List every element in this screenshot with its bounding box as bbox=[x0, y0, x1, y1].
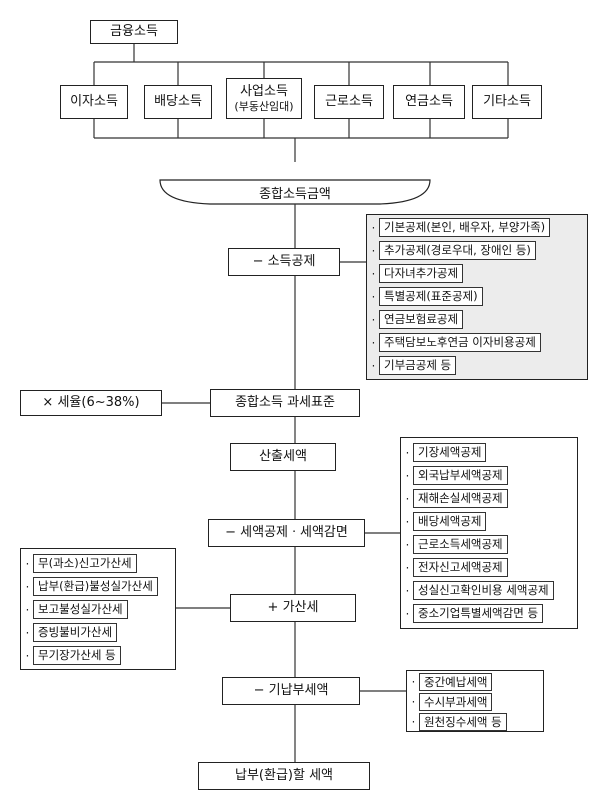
income-type-box: 기타소득 bbox=[472, 85, 542, 119]
income-type-label: 사업소득 bbox=[240, 84, 288, 100]
tax-rate-label: × 세율(6~38%) bbox=[42, 395, 140, 411]
tax-credit-label: − 세액공제ㆍ세액감면 bbox=[225, 525, 348, 541]
prepaid-tax-label: − 기납부세액 bbox=[253, 683, 329, 699]
list-item: ·기부금공제 등 bbox=[371, 354, 587, 377]
deduction-box: − 소득공제 bbox=[228, 248, 340, 276]
list-item: ·추가공제(경로우대, 장애인 등) bbox=[371, 239, 587, 262]
list-item: ·무(과소)신고가산세 bbox=[25, 552, 175, 575]
list-item: ·무기장가산세 등 bbox=[25, 644, 175, 667]
income-type-label: 배당소득 bbox=[154, 94, 202, 110]
list-item: ·다자녀추가공제 bbox=[371, 262, 587, 285]
income-type-label: 연금소득 bbox=[405, 94, 453, 110]
summation-arc bbox=[159, 179, 431, 205]
list-item: ·주택담보노후연금 이자비용공제 bbox=[371, 331, 587, 354]
list-item: ·재해손실세액공제 bbox=[405, 487, 577, 510]
list-item: ·특별공제(표준공제) bbox=[371, 285, 587, 308]
list-item: ·성실신고확인비용 세액공제 bbox=[405, 579, 577, 602]
list-item: ·증빙불비가산세 bbox=[25, 621, 175, 644]
prepaid-tax-list: ·중간예납세액 ·수시부과세액 ·원천징수세액 등 bbox=[406, 670, 544, 732]
tax-credit-list: ·기장세액공제 ·외국납부세액공제 ·재해손실세액공제 ·배당세액공제 ·근로소… bbox=[400, 437, 578, 629]
list-item: ·기장세액공제 bbox=[405, 441, 577, 464]
tax-credit-box: − 세액공제ㆍ세액감면 bbox=[208, 519, 365, 547]
surcharge-list: ·무(과소)신고가산세 ·납부(환급)불성실가산세 ·보고불성실가산세 ·증빙불… bbox=[20, 548, 176, 670]
income-type-label: 근로소득 bbox=[325, 94, 373, 110]
prepaid-tax-box: − 기납부세액 bbox=[222, 677, 360, 705]
total-income-label: 종합소득금액 bbox=[259, 186, 331, 202]
list-item: ·보고불성실가산세 bbox=[25, 598, 175, 621]
list-item: ·수시부과세액 bbox=[411, 692, 543, 712]
list-item: ·납부(환급)불성실가산세 bbox=[25, 575, 175, 598]
list-item: ·기본공제(본인, 배우자, 부양가족) bbox=[371, 216, 587, 239]
calculated-tax-label: 산출세액 bbox=[259, 449, 307, 465]
financial-income-label: 금융소득 bbox=[110, 24, 158, 40]
tax-base-box: 종합소득 과세표준 bbox=[210, 389, 360, 417]
calculated-tax-box: 산출세액 bbox=[230, 443, 336, 471]
list-item: ·전자신고세액공제 bbox=[405, 556, 577, 579]
income-type-label: 기타소득 bbox=[483, 94, 531, 110]
income-type-box: 이자소득 bbox=[60, 85, 128, 119]
deduction-list: ·기본공제(본인, 배우자, 부양가족) ·추가공제(경로우대, 장애인 등) … bbox=[366, 214, 588, 380]
financial-income-box: 금융소득 bbox=[90, 20, 178, 44]
list-item: ·중간예납세액 bbox=[411, 672, 543, 692]
list-item: ·배당세액공제 bbox=[405, 510, 577, 533]
final-tax-box: 납부(환급)할 세액 bbox=[198, 762, 370, 790]
list-item: ·연금보험료공제 bbox=[371, 308, 587, 331]
list-item: ·근로소득세액공제 bbox=[405, 533, 577, 556]
income-type-box: 배당소득 bbox=[144, 85, 212, 119]
list-item: ·중소기업특별세액감면 등 bbox=[405, 602, 577, 625]
final-tax-label: 납부(환급)할 세액 bbox=[235, 768, 333, 784]
deduction-label: − 소득공제 bbox=[252, 254, 316, 270]
surcharge-box: + 가산세 bbox=[230, 594, 356, 622]
income-type-box: 사업소득 (부동산임대) bbox=[226, 78, 302, 119]
income-type-box: 연금소득 bbox=[393, 85, 465, 119]
list-item: ·외국납부세액공제 bbox=[405, 464, 577, 487]
list-item: ·원천징수세액 등 bbox=[411, 712, 543, 732]
tax-base-label: 종합소득 과세표준 bbox=[235, 395, 335, 411]
income-type-label: 이자소득 bbox=[70, 94, 118, 110]
income-type-box: 근로소득 bbox=[314, 85, 384, 119]
surcharge-label: + 가산세 bbox=[267, 600, 319, 616]
tax-rate-box: × 세율(6~38%) bbox=[20, 390, 162, 416]
income-type-sublabel: (부동산임대) bbox=[234, 99, 294, 113]
